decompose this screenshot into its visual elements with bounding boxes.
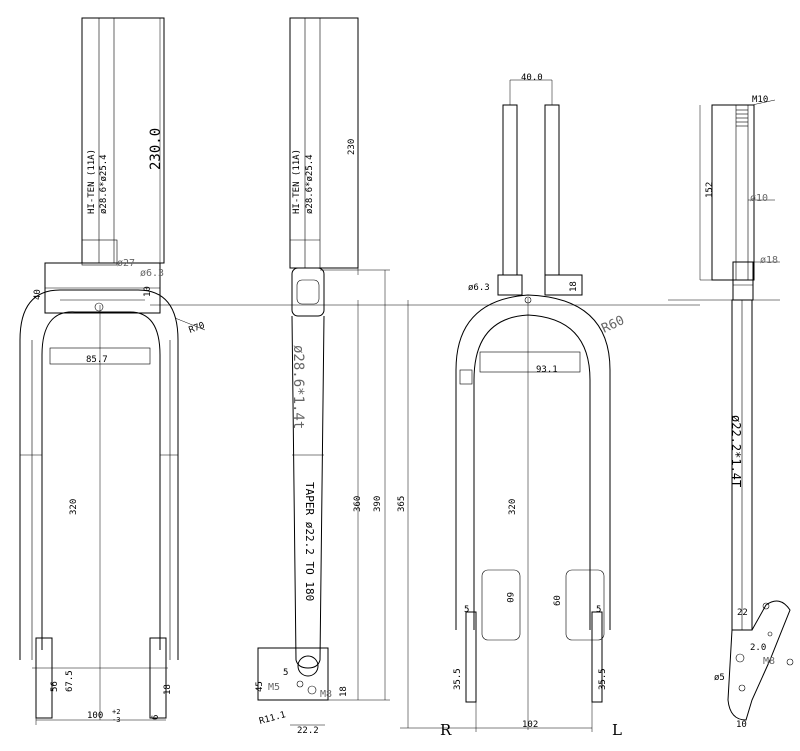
v1-crown-h: 40 [33, 289, 43, 300]
v2-len-360: 360 [353, 496, 363, 512]
v2-d-45: 45 [255, 681, 265, 692]
view-front-fork [19, 17, 206, 725]
v4-dia-5: ø5 [714, 673, 725, 683]
v1-dropout-6: 6 [151, 715, 161, 720]
v4-d-20: 2.0 [750, 643, 766, 653]
v4-tube: ø22.2*1.4T [729, 415, 743, 487]
view-side-fork [150, 17, 700, 726]
v1-material: HI-TEN (11A) [87, 149, 97, 214]
v4-d-22: 22 [737, 608, 748, 618]
v1-steerer-length: 230.0 [148, 128, 164, 170]
v2-d-5: 5 [283, 668, 288, 678]
v4-d-10: 10 [736, 720, 747, 730]
v1-bottom-tol: +2 [112, 708, 120, 716]
v2-len-390: 390 [373, 496, 383, 512]
v3-d-355b: 35.5 [598, 668, 608, 690]
view-rear-fork [400, 79, 611, 732]
v4-thread: M10 [752, 95, 768, 105]
v1-bottom-tol2: -3 [112, 716, 120, 724]
v3-d-5a: 5 [464, 605, 469, 615]
v3-d-355a: 35.5 [453, 668, 463, 690]
v4-m8: M8 [763, 656, 775, 667]
v1-dropout-56: 56 [50, 681, 60, 692]
v3-radius: R60 [599, 313, 627, 337]
v3-label-r: R [440, 721, 452, 739]
v3-bottom-w: 102 [522, 720, 538, 730]
v1-bottom-width: 100 [87, 711, 103, 721]
v1-radius: R70 [188, 321, 207, 336]
v3-d-18: 18 [569, 281, 579, 292]
dropout-right [149, 637, 167, 719]
v4-dia-18: ø18 [760, 255, 778, 266]
v1-leg-len: 320 [69, 499, 79, 515]
v3-spacing: 40.0 [521, 73, 543, 83]
v1-hole-dia: ø6.3 [140, 268, 164, 279]
v4-len-152: 152 [705, 182, 715, 198]
v1-crown-dia: ø27 [117, 258, 135, 269]
v1-width-inner: 85.7 [86, 355, 108, 365]
v1-tube: ø28.6*ø25.4 [99, 154, 109, 214]
v2-d-18: 18 [339, 686, 349, 697]
v1-dropout-18: 18 [163, 684, 173, 695]
v2-m5: M5 [268, 682, 280, 693]
v3-d-60a: 60 [504, 592, 514, 603]
thread-marks [736, 109, 748, 127]
v2-w-222: 22.2 [297, 726, 319, 736]
v3-label-l: L [612, 721, 622, 739]
v3-h-365: 365 [397, 496, 407, 512]
crown-hole [94, 302, 104, 312]
dropout-left [35, 637, 53, 719]
v3-leg-320: 320 [508, 499, 518, 515]
v2-m8: M8 [320, 689, 332, 700]
v3-d-60b: 60 [553, 595, 563, 606]
v2-blade-dim: ø28.6*1.4t [290, 345, 306, 429]
v2-steerer-len: 230 [347, 139, 357, 155]
v1-crown-off: 10 [143, 286, 153, 297]
v2-taper: TAPER ø22.2 TO 180 [303, 482, 316, 601]
v4-dia-10: ø10 [750, 193, 768, 204]
v3-hole: ø6.3 [468, 283, 490, 293]
v1-dropout-675: 67.5 [65, 670, 75, 692]
v3-d-5b: 5 [596, 605, 601, 615]
view-side-right [668, 99, 794, 721]
v2-r11: R11.1 [258, 710, 287, 727]
v3-width-inner: 93.1 [536, 365, 558, 375]
v2-material: HI-TEN (11A) [292, 149, 302, 214]
v2-tube: ø28.6*ø25.4 [305, 154, 315, 214]
